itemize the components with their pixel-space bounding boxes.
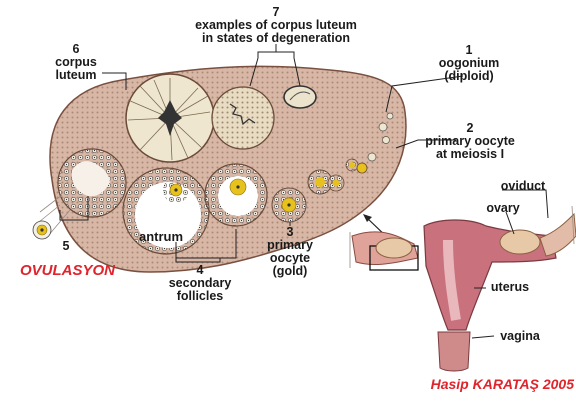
label-secondary-follicles: 4 secondary follicles — [164, 264, 236, 303]
uterus-inset — [349, 205, 576, 372]
label-line: primary oocyte — [425, 134, 515, 148]
label-primary-oocyte-meiosis: 2 primary oocyte at meiosis I — [410, 122, 530, 161]
label-line: oocyte — [269, 251, 311, 265]
primary-follicle — [271, 112, 394, 223]
label-corpus-luteum: 6 corpus luteum — [48, 43, 104, 82]
secondary-follicle-small — [204, 163, 268, 227]
label-line: follicles — [176, 289, 224, 303]
label-line: primary — [267, 238, 313, 252]
label-line: vagina — [500, 329, 540, 343]
label-number-3: 3 — [286, 225, 294, 239]
label-line: (diploid) — [444, 69, 494, 83]
label-oviduct: oviduct — [496, 180, 550, 193]
degenerating-corpus-luteum — [211, 85, 317, 150]
label-line: (gold) — [272, 264, 308, 278]
label-line: uterus — [490, 280, 530, 294]
label-degenerating-corpus-luteum: 7 examples of corpus luteum in states of… — [186, 6, 366, 45]
label-oogonium: 1 oogonium (diploid) — [424, 44, 514, 83]
label-uterus: uterus — [484, 281, 536, 294]
leader-lines — [59, 44, 464, 263]
ovulating-follicle — [32, 148, 127, 240]
label-vagina: vagina — [494, 330, 546, 343]
label-line: oviduct — [500, 179, 546, 193]
label-number-2: 2 — [466, 121, 474, 135]
label-antrum: antrum — [138, 230, 184, 243]
label-ovary: ovary — [480, 202, 526, 215]
label-number-4: 4 — [196, 263, 204, 277]
corpus-luteum — [125, 73, 215, 163]
label-number-1: 1 — [465, 43, 473, 57]
author-credit: Hasip KARATAŞ 2005 — [430, 376, 574, 392]
ovulation-caption: OVULASYON — [20, 262, 116, 279]
label-line: examples of corpus luteum — [195, 18, 357, 32]
label-line: antrum — [138, 229, 184, 244]
label-line: ovary — [486, 201, 520, 215]
label-line: oogonium — [438, 56, 500, 70]
label-line: secondary — [168, 276, 232, 290]
label-number-5: 5 — [56, 240, 76, 253]
label-line: in states of degeneration — [202, 31, 350, 45]
label-number-7: 7 — [272, 5, 280, 19]
label-line: corpus — [55, 55, 97, 69]
label-number-6: 6 — [72, 42, 80, 56]
label-primary-oocyte: 3 primary oocyte (gold) — [258, 226, 322, 278]
inset-leader-lines — [471, 189, 549, 339]
label-number: 5 — [62, 239, 70, 253]
label-line: luteum — [55, 68, 97, 82]
label-line: at meiosis I — [435, 147, 505, 161]
